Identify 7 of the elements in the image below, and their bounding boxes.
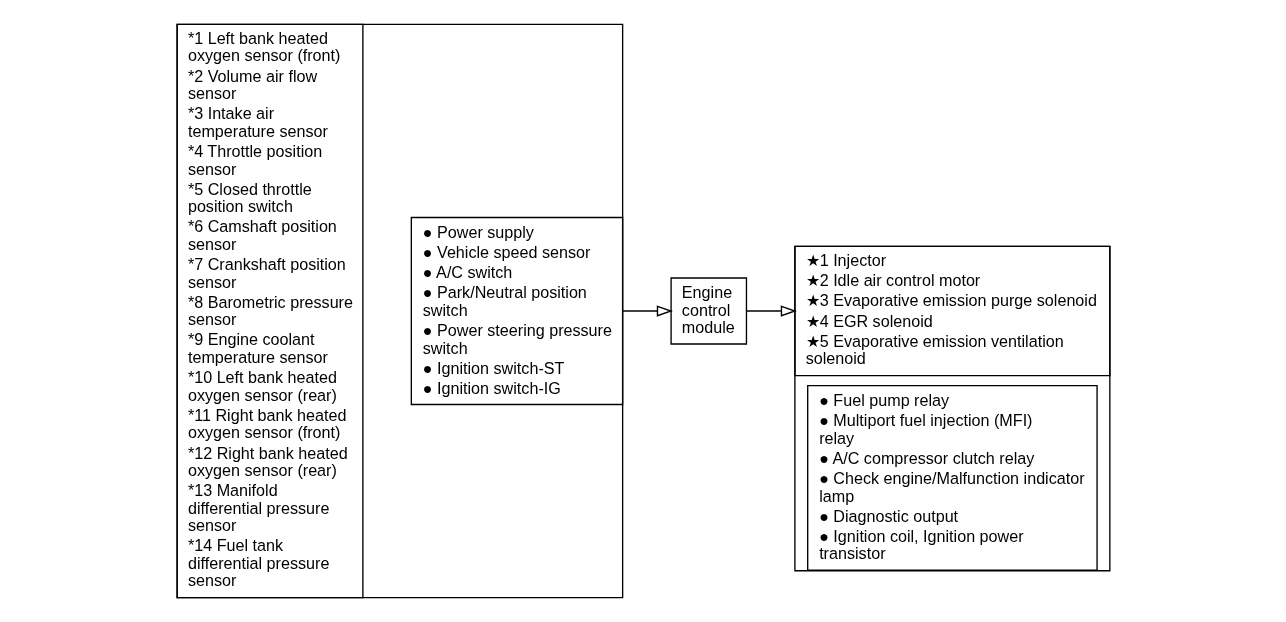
node-box: Engine control module [669, 277, 747, 345]
node-box: *1 Left bank heated oxygen sensor (front) *2 Volume air flow sensor *3 Intake air temperature sensor *4 Throttle position sensor *5 Closed throttle position switch *6 Camshaft position sensor *7 Crankshaft position sensor *8 Barometric pressure sensor *9 Engine coolant temperature sensor *10 Left bank heated oxygen sensor (rear) *11 Right bank heated oxygen sensor (front) *12 Right bank heated oxygen sensor (rear) *13 Manifold differential pressure sensor *14 Fuel tank differential pressure sensor [175, 23, 364, 599]
arrow [621, 305, 673, 317]
node-box: ● Power supply ● Vehicle speed sensor ● A/C switch ● Park/Neutral position switch ● Power steering pressure switch ● Ignition switch-ST ● Ignition switch-IG [410, 216, 623, 406]
arrow [745, 305, 797, 317]
node-box: ● Fuel pump relay ● Multiport fuel injection (MFI) relay ● A/C compressor clutch relay ● Check engine/Malfunction indicator lamp ● Diagnostic output ● Ignition coil, Ignition power transistor [806, 385, 1098, 571]
node-box: ★1 Injector ★2 Idle air control motor ★3 Evaporative emission purge solenoid ★4 EGR solenoid ★5 Evaporative emission ventilation solenoid [793, 245, 1111, 377]
